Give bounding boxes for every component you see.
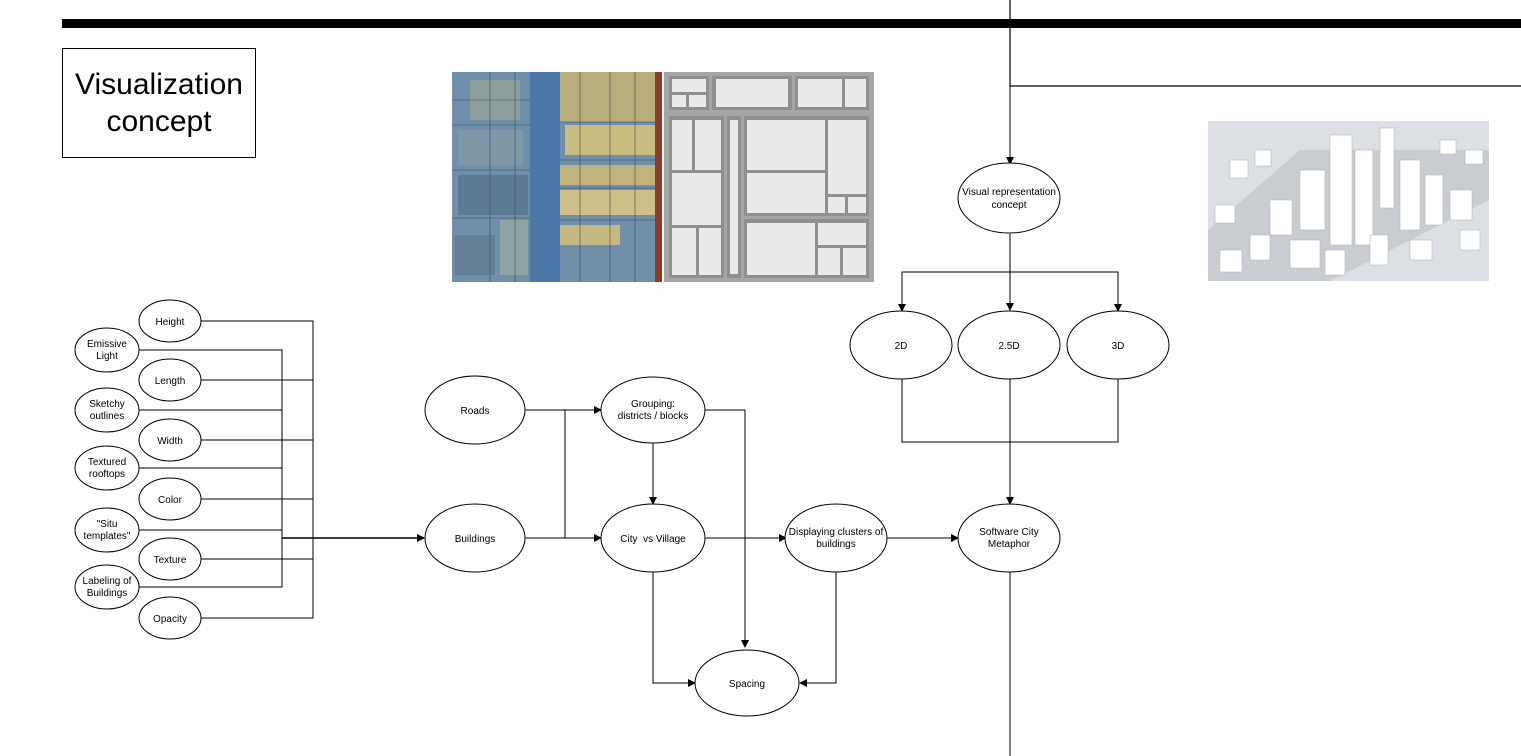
node-visual-rep-label-line2: concept [991, 200, 1026, 211]
node-spacing-label: Spacing [729, 679, 765, 690]
node-city-vs-village: City vs Village [600, 503, 706, 573]
node-sketchy-outlines-label-line1: Sketchy [89, 399, 125, 410]
node-displaying-clusters-label-line2: buildings [816, 539, 855, 550]
node-textured-rooftops: Textured rooftops [74, 445, 140, 491]
node-2-5d: 2.5D [957, 310, 1061, 380]
node-3d: 3D [1066, 310, 1170, 380]
node-roads: Roads [424, 375, 526, 445]
node-labeling-label-line1: Labeling of [83, 576, 132, 587]
node-length-label: Length [155, 376, 186, 387]
node-displaying-clusters: Displaying clusters of buildings [784, 503, 888, 573]
3d-city-render-image [1208, 121, 1489, 281]
node-emissive-light: Emissive Light [74, 327, 140, 373]
node-grouping: Grouping: districts / blocks [600, 376, 706, 444]
top-bar [62, 19, 1521, 28]
node-labeling-of-buildings: Labeling of Buildings [74, 564, 140, 610]
node-textured-rooftops-label-line1: Textured [88, 457, 126, 468]
node-buildings-label: Buildings [455, 534, 496, 545]
node-2d: 2D [849, 310, 953, 380]
node-emissive-light-label-line1: Emissive [87, 339, 127, 350]
node-length: Length [138, 358, 202, 402]
node-width-label: Width [157, 436, 183, 447]
node-sketchy-outlines: Sketchy outlines [74, 387, 140, 433]
node-labeling-label-line2: Buildings [87, 588, 128, 599]
node-software-city-label-line2: Metaphor [988, 539, 1031, 550]
node-height: Height [138, 299, 202, 343]
node-opacity: Opacity [138, 596, 202, 640]
node-texture-label: Texture [154, 555, 187, 566]
node-height-label: Height [156, 317, 185, 328]
node-displaying-clusters-label-line1: Displaying clusters of [789, 527, 884, 538]
node-visual-rep-label-line1: Visual representation [962, 187, 1056, 198]
node-emissive-light-label-line2: Light [96, 351, 118, 362]
diagram-title: Visualization concept [62, 48, 256, 158]
node-software-city-metaphor: Software City Metaphor [957, 503, 1061, 573]
node-city-vs-village-label: City vs Village [620, 534, 686, 545]
node-grouping-label-line1: Grouping: [631, 399, 675, 410]
node-roads-label: Roads [461, 406, 490, 417]
node-color-label: Color [158, 495, 183, 506]
node-software-city-label-line1: Software City [979, 527, 1038, 538]
node-width: Width [138, 418, 202, 462]
node-sketchy-outlines-label-line2: outlines [90, 411, 124, 422]
node-texture: Texture [138, 537, 202, 581]
node-opacity-label: Opacity [153, 614, 187, 625]
gray-treemap-image [664, 72, 874, 282]
node-situ-templates-label-line2: templates" [84, 531, 131, 542]
node-2-5d-label: 2.5D [998, 341, 1019, 352]
node-visual-representation-concept: Visual representation concept [957, 162, 1061, 234]
node-buildings: Buildings [424, 503, 526, 573]
node-situ-templates-label-line1: "Situ [97, 519, 118, 530]
node-situ-templates: "Situ templates" [74, 507, 140, 553]
colored-treemap-image [452, 72, 662, 282]
connectors [139, 86, 1122, 756]
node-textured-rooftops-label-line2: rooftops [89, 469, 125, 480]
node-2d-label: 2D [895, 341, 908, 352]
node-spacing: Spacing [694, 649, 800, 717]
node-3d-label: 3D [1112, 341, 1125, 352]
node-grouping-label-line2: districts / blocks [618, 411, 689, 422]
node-color: Color [138, 477, 202, 521]
